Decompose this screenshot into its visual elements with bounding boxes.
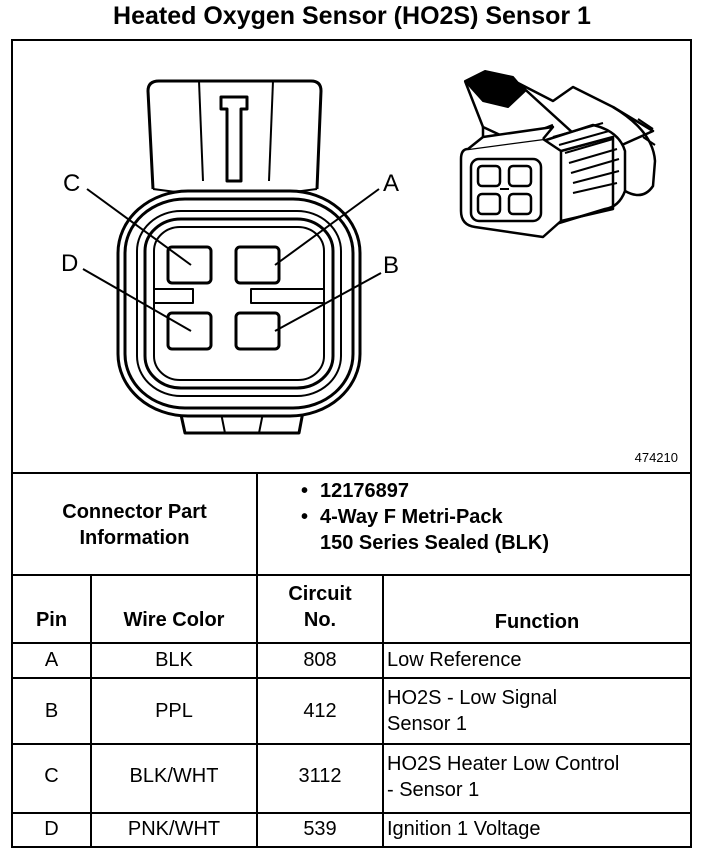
connector-item: 150 Series Sealed (BLK) [258,530,688,556]
connector-item: •12176897 [300,480,409,502]
cavity-c [166,245,213,285]
connector-series: 150 Series Sealed (BLK) [320,532,549,554]
figure-number: 474210 [634,450,678,465]
header-circuit-line-1: Circuit [288,583,352,605]
cavity-d [166,311,213,351]
pin-label-d: D [61,250,78,277]
connector-iso-view [459,70,657,239]
row-c-function-line-2: - Sensor 1 [387,779,480,801]
document-frame [11,39,692,848]
cavity-b [234,311,281,351]
row-a-circuit: 808 [303,649,337,671]
row-d-wire-color: PNK/WHT [127,818,221,840]
header-pin: Pin [35,609,68,631]
part-number: 12176897 [320,480,409,502]
connector-label-line-2: Information [79,527,190,549]
row-c-function-line-1: HO2S Heater Low Control [387,753,620,775]
row-c-pin: C [44,765,59,787]
page-title: Heated Oxygen Sensor (HO2S) Sensor 1 [113,2,591,30]
row-d-circuit: 539 [303,818,337,840]
row-a-wire-color: BLK [155,649,193,671]
pin-label-c: C [63,170,80,197]
row-a-function: Low Reference [387,649,522,671]
row-b-wire-color: PPL [155,700,193,722]
row-c-circuit: 3112 [298,765,342,787]
connector-part-info: •12176897 •4-Way F Metri-Pack 150 Series… [258,478,688,556]
pin-label-b: B [383,252,399,279]
row-d-function: Ignition 1 Voltage [387,818,541,840]
row-b-pin: B [44,700,59,722]
row-b-function-line-1: HO2S - Low Signal [387,687,558,709]
connector-diagram: C A D B [61,70,657,435]
connector-face-view [82,79,382,435]
row-d-pin: D [44,818,59,840]
connector-part-label: Connector Part Information [13,476,256,574]
cavity-a [234,245,281,285]
row-a-pin: A [44,649,59,671]
header-wire-color: Wire Color [123,609,225,631]
connector-type: 4-Way F Metri-Pack [320,506,503,528]
row-b-function-line-2: Sensor 1 [387,713,468,735]
header-function: Function [494,611,580,633]
header-circuit-line-2: No. [303,609,337,631]
pin-label-a: A [383,170,399,197]
row-b-circuit: 412 [303,700,337,722]
row-c-wire-color: BLK/WHT [129,765,219,787]
connector-item: •4-Way F Metri-Pack [300,506,503,528]
connector-label-line-1: Connector Part [62,501,207,523]
